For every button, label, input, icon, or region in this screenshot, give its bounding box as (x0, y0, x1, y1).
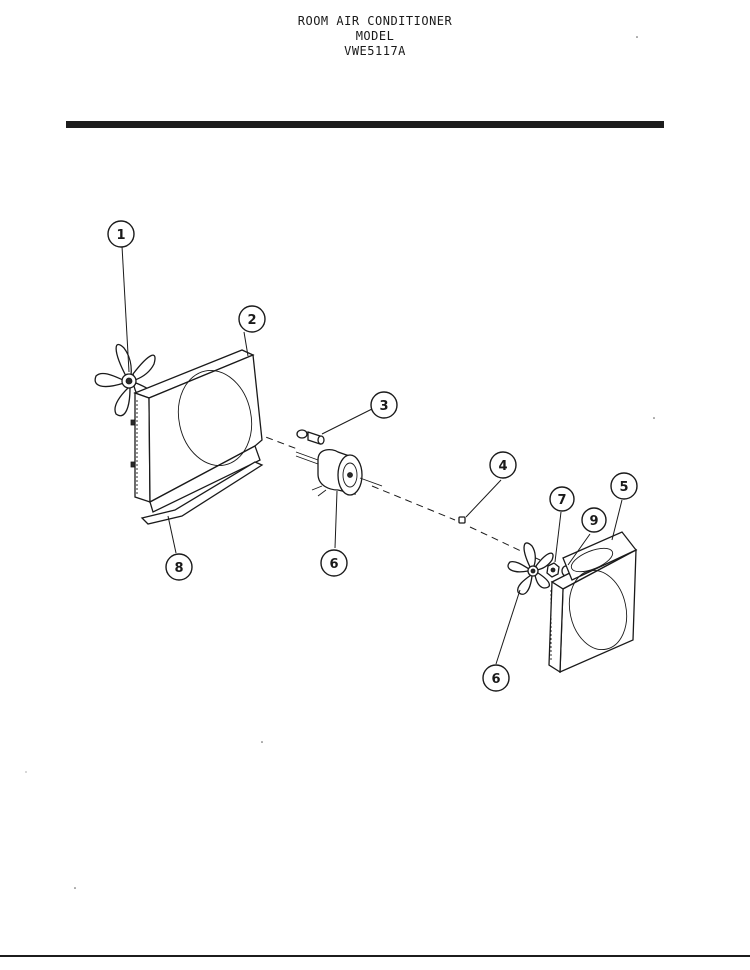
callout-6-motor: 6 (320, 549, 348, 577)
callout-9: 9 (581, 507, 607, 533)
part-8-gasket-strip (140, 461, 264, 525)
header-model-number: VWE5117A (344, 44, 406, 58)
callout-6-motor-label: 6 (329, 557, 338, 572)
callout-4: 4 (489, 451, 517, 479)
part-2-fan-shroud (130, 349, 263, 513)
page-header: ROOM AIR CONDITIONER MODEL VWE5117A (0, 14, 750, 59)
part-4-clip (458, 516, 466, 524)
part-7-nut (546, 562, 560, 578)
part-6-fan-motor (295, 448, 383, 497)
callout-6-blower-label: 6 (491, 672, 500, 687)
callout-2: 2 (238, 305, 266, 333)
callout-7-label: 7 (557, 493, 566, 508)
callout-5-label: 5 (619, 480, 628, 495)
scan-specks (25, 36, 655, 889)
assembly-axis-line (254, 432, 541, 561)
header-title: ROOM AIR CONDITIONER (297, 14, 453, 28)
callout-8-label: 8 (174, 561, 183, 576)
callout-8: 8 (165, 553, 193, 581)
callout-4-label: 4 (498, 459, 507, 474)
callout-3: 3 (370, 391, 398, 419)
leader-lines (121, 245, 623, 665)
bottom-rule (0, 955, 750, 957)
callout-7: 7 (549, 486, 575, 512)
top-rule (66, 121, 664, 128)
callout-1: 1 (107, 220, 135, 248)
callout-2-label: 2 (247, 313, 256, 328)
callout-5: 5 (610, 472, 638, 500)
part-3-mounting-hardware (296, 429, 325, 445)
callout-1-label: 1 (116, 228, 125, 243)
callout-9-label: 9 (589, 514, 598, 529)
part-5-blower-housing (548, 531, 638, 674)
part-6-blower-fan (507, 542, 554, 595)
callout-6-blower: 6 (482, 664, 510, 692)
header-model-label: MODEL (355, 29, 395, 43)
callout-3-label: 3 (379, 399, 388, 414)
